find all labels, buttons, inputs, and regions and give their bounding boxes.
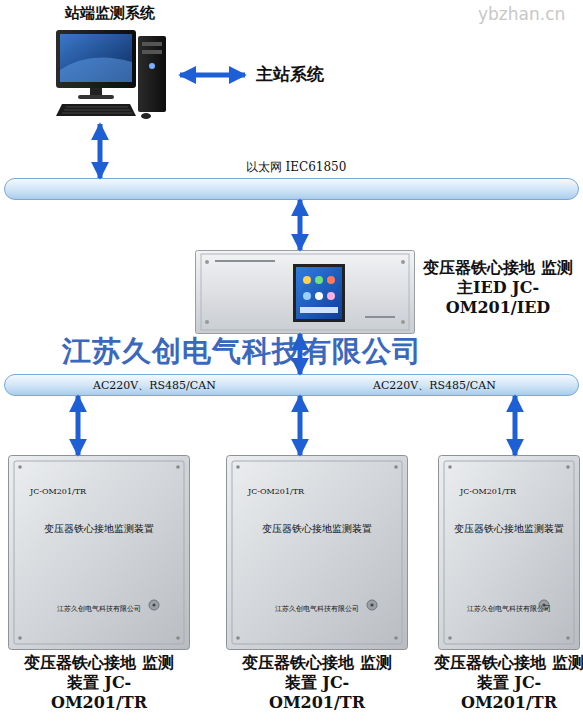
maker-plate: 江苏久创电气科技有限公司: [8, 605, 190, 613]
monitor-device: JC-OM201/TR 变压器铁心接地监测装置江苏久创电气科技有限公司变压器铁心接…: [226, 455, 408, 723]
bus-label: AC220V、RS485/CAN: [93, 379, 216, 392]
bus-label: 以太网 IEC61850: [221, 160, 371, 174]
model-plate: JC-OM201/TR: [460, 487, 516, 497]
site-watermark: ybzhan.cn: [478, 4, 565, 24]
device-plate: 变压器铁心接地监测装置: [8, 523, 190, 535]
monitor-device-art: [438, 455, 580, 650]
ied-caption: 变压器铁心接地 监测主IED JC-OM201/IED: [419, 258, 577, 318]
bidirectional-arrow: [298, 396, 303, 455]
node-title: 主站系统: [245, 64, 335, 84]
main-ied-art: [195, 250, 415, 334]
monitor-device: JC-OM201/TR 变压器铁心接地监测装置江苏久创电气科技有限公司变压器铁心接…: [8, 455, 190, 723]
field-bus: AC220V、RS485/CAN AC220V、RS485/CAN: [4, 374, 579, 396]
master-station: 主站系统: [245, 62, 335, 88]
monitor-device-art: [8, 455, 190, 650]
device-plate: 变压器铁心接地监测装置: [226, 523, 408, 535]
station-computer: 站端监测系统: [40, 0, 180, 124]
bidirectional-arrow: [298, 200, 303, 250]
device-plate: 变压器铁心接地监测装置: [438, 523, 580, 535]
monitor-device-art: [226, 455, 408, 650]
device-caption: 变压器铁心接地 监测装置 JC-OM201/TR: [242, 653, 392, 713]
ethernet-bus: 以太网 IEC61850: [4, 178, 579, 200]
model-plate: JC-OM201/TR: [248, 487, 304, 497]
watermark: 江苏久创电气科技有限公司: [62, 334, 422, 369]
main-ied: 变压器铁心接地 监测主IED JC-OM201/IED: [195, 250, 580, 334]
device-caption: 变压器铁心接地 监测装置 JC-OM201/TR: [434, 653, 583, 713]
maker-plate: 江苏久创电气科技有限公司: [438, 605, 580, 613]
bidirectional-arrow: [98, 124, 103, 178]
node-title: 站端监测系统: [40, 4, 180, 22]
bidirectional-arrow: [76, 396, 81, 455]
bidirectional-arrow: [513, 396, 518, 455]
model-plate: JC-OM201/TR: [30, 487, 86, 497]
monitor-device: JC-OM201/TR变压器铁心接地监测装置江苏久创电气科技有限公司变压器铁心接…: [438, 455, 580, 723]
bus-label: AC220V、RS485/CAN: [373, 379, 496, 392]
device-caption: 变压器铁心接地 监测装置 JC-OM201/TR: [24, 653, 174, 713]
maker-plate: 江苏久创电气科技有限公司: [226, 605, 408, 613]
bidirectional-arrow: [180, 73, 245, 78]
